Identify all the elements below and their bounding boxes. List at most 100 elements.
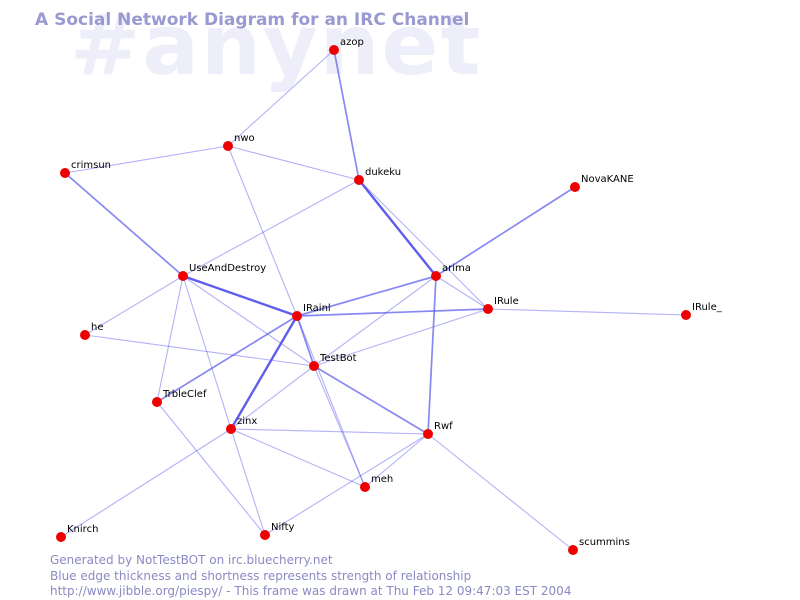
edge-arima-IRainl bbox=[296, 275, 437, 317]
edge-TrbleClef-Nifty bbox=[156, 401, 266, 536]
node-label-he: he bbox=[91, 322, 104, 333]
edge-UseAndDestroy-he bbox=[84, 275, 184, 336]
edge-UseAndDestroy-zinx bbox=[182, 275, 232, 430]
node-crimsun: crimsun bbox=[60, 160, 111, 178]
edge-arima-Rwf bbox=[427, 275, 437, 435]
node-marker-IRainl bbox=[292, 311, 302, 321]
node-label-NovaKANE: NovaKANE bbox=[581, 174, 634, 185]
edge-zinx-Nifty bbox=[230, 428, 266, 536]
edge-IRule-TestBot bbox=[313, 308, 489, 367]
node-IRule_: IRule_ bbox=[681, 302, 723, 320]
node-marker-TestBot bbox=[309, 361, 319, 371]
node-Nifty: Nifty bbox=[260, 522, 295, 540]
node-Rwf: Rwf bbox=[423, 421, 453, 439]
edge-TestBot-zinx bbox=[230, 365, 315, 430]
footer-legend-note: Blue edge thickness and shortness repres… bbox=[50, 569, 472, 583]
node-marker-Rwf bbox=[423, 429, 433, 439]
edge-arima-TestBot bbox=[313, 275, 437, 367]
edge-zinx-Rwf bbox=[230, 428, 429, 435]
node-label-nwo: nwo bbox=[234, 133, 255, 144]
node-marker-NovaKANE bbox=[570, 182, 580, 192]
node-label-TestBot: TestBot bbox=[319, 353, 357, 364]
node-label-Knirch: Knirch bbox=[67, 524, 98, 535]
node-he: he bbox=[80, 322, 104, 340]
node-UseAndDestroy: UseAndDestroy bbox=[178, 263, 266, 281]
edge-UseAndDestroy-IRainl bbox=[181, 274, 299, 318]
node-label-Rwf: Rwf bbox=[434, 421, 453, 432]
edge-IRainl-TrbleClef bbox=[156, 315, 298, 403]
edge-dukeku-arima bbox=[357, 178, 438, 278]
node-label-UseAndDestroy: UseAndDestroy bbox=[189, 263, 266, 274]
edge-arima-IRule bbox=[435, 275, 489, 310]
edge-zinx-meh bbox=[230, 428, 366, 488]
edge-azop-nwo bbox=[227, 49, 335, 147]
diagram-title: A Social Network Diagram for an IRC Chan… bbox=[35, 10, 470, 30]
node-IRainl: IRainl bbox=[292, 303, 331, 321]
edge-nwo-IRainl bbox=[227, 145, 298, 317]
edge-UseAndDestroy-TestBot bbox=[182, 275, 315, 367]
node-marker-scummins bbox=[568, 545, 578, 555]
edge-Rwf-Nifty bbox=[264, 433, 429, 536]
node-marker-Nifty bbox=[260, 530, 270, 540]
edge-TestBot-Rwf bbox=[313, 365, 429, 435]
node-label-arima: arima bbox=[442, 263, 471, 274]
edge-Rwf-scummins bbox=[427, 433, 574, 551]
edge-IRainl-IRule bbox=[296, 308, 489, 317]
edge-IRainl-meh bbox=[296, 315, 366, 488]
edge-TestBot-meh bbox=[313, 365, 366, 488]
node-label-dukeku: dukeku bbox=[365, 167, 401, 178]
node-azop: azop bbox=[329, 37, 364, 55]
footer-source-timestamp: http://www.jibble.org/piespy/ - This fra… bbox=[50, 584, 572, 598]
edge-IRule-IRule_ bbox=[487, 308, 687, 316]
node-marker-IRule_ bbox=[681, 310, 691, 320]
node-label-meh: meh bbox=[371, 474, 393, 485]
node-label-zinx: zinx bbox=[237, 416, 257, 427]
node-marker-azop bbox=[329, 45, 339, 55]
node-scummins: scummins bbox=[568, 537, 630, 555]
node-label-IRainl: IRainl bbox=[303, 303, 331, 314]
node-marker-TrbleClef bbox=[152, 397, 162, 407]
edge-Rwf-meh bbox=[364, 433, 429, 488]
node-label-scummins: scummins bbox=[579, 537, 630, 548]
node-Knirch: Knirch bbox=[56, 524, 98, 542]
node-marker-zinx bbox=[226, 424, 236, 434]
edge-NovaKANE-arima bbox=[435, 186, 576, 277]
node-label-azop: azop bbox=[340, 37, 364, 48]
edges-layer bbox=[60, 49, 687, 551]
edge-IRainl-TestBot bbox=[296, 315, 315, 367]
edge-nwo-crimsun bbox=[64, 145, 229, 174]
node-meh: meh bbox=[360, 474, 393, 492]
node-label-crimsun: crimsun bbox=[71, 160, 111, 171]
node-arima: arima bbox=[431, 263, 471, 281]
node-label-Nifty: Nifty bbox=[271, 522, 295, 533]
edge-he-TestBot bbox=[84, 334, 315, 367]
node-TrbleClef: TrbleClef bbox=[152, 389, 207, 407]
node-marker-crimsun bbox=[60, 168, 70, 178]
node-TestBot: TestBot bbox=[309, 353, 357, 371]
node-zinx: zinx bbox=[226, 416, 257, 434]
node-label-IRule_: IRule_ bbox=[692, 302, 723, 313]
node-nwo: nwo bbox=[223, 133, 255, 151]
edge-dukeku-IRule bbox=[358, 179, 489, 310]
node-label-TrbleClef: TrbleClef bbox=[162, 389, 207, 400]
node-label-IRule: IRule bbox=[494, 296, 519, 307]
node-marker-he bbox=[80, 330, 90, 340]
node-IRule: IRule bbox=[483, 296, 519, 314]
node-dukeku: dukeku bbox=[354, 167, 401, 185]
node-marker-dukeku bbox=[354, 175, 364, 185]
node-marker-UseAndDestroy bbox=[178, 271, 188, 281]
edge-UseAndDestroy-TrbleClef bbox=[156, 275, 184, 403]
edge-azop-dukeku bbox=[333, 49, 360, 181]
node-marker-Knirch bbox=[56, 532, 66, 542]
edge-zinx-Knirch bbox=[60, 428, 232, 538]
edge-crimsun-UseAndDestroy bbox=[64, 172, 184, 277]
edge-dukeku-UseAndDestroy bbox=[182, 179, 360, 277]
footer-generated-by: Generated by NotTestBOT on irc.bluecherr… bbox=[50, 553, 333, 567]
node-marker-nwo bbox=[223, 141, 233, 151]
edge-IRainl-zinx bbox=[229, 314, 299, 431]
node-marker-arima bbox=[431, 271, 441, 281]
edge-nwo-dukeku bbox=[227, 145, 360, 181]
